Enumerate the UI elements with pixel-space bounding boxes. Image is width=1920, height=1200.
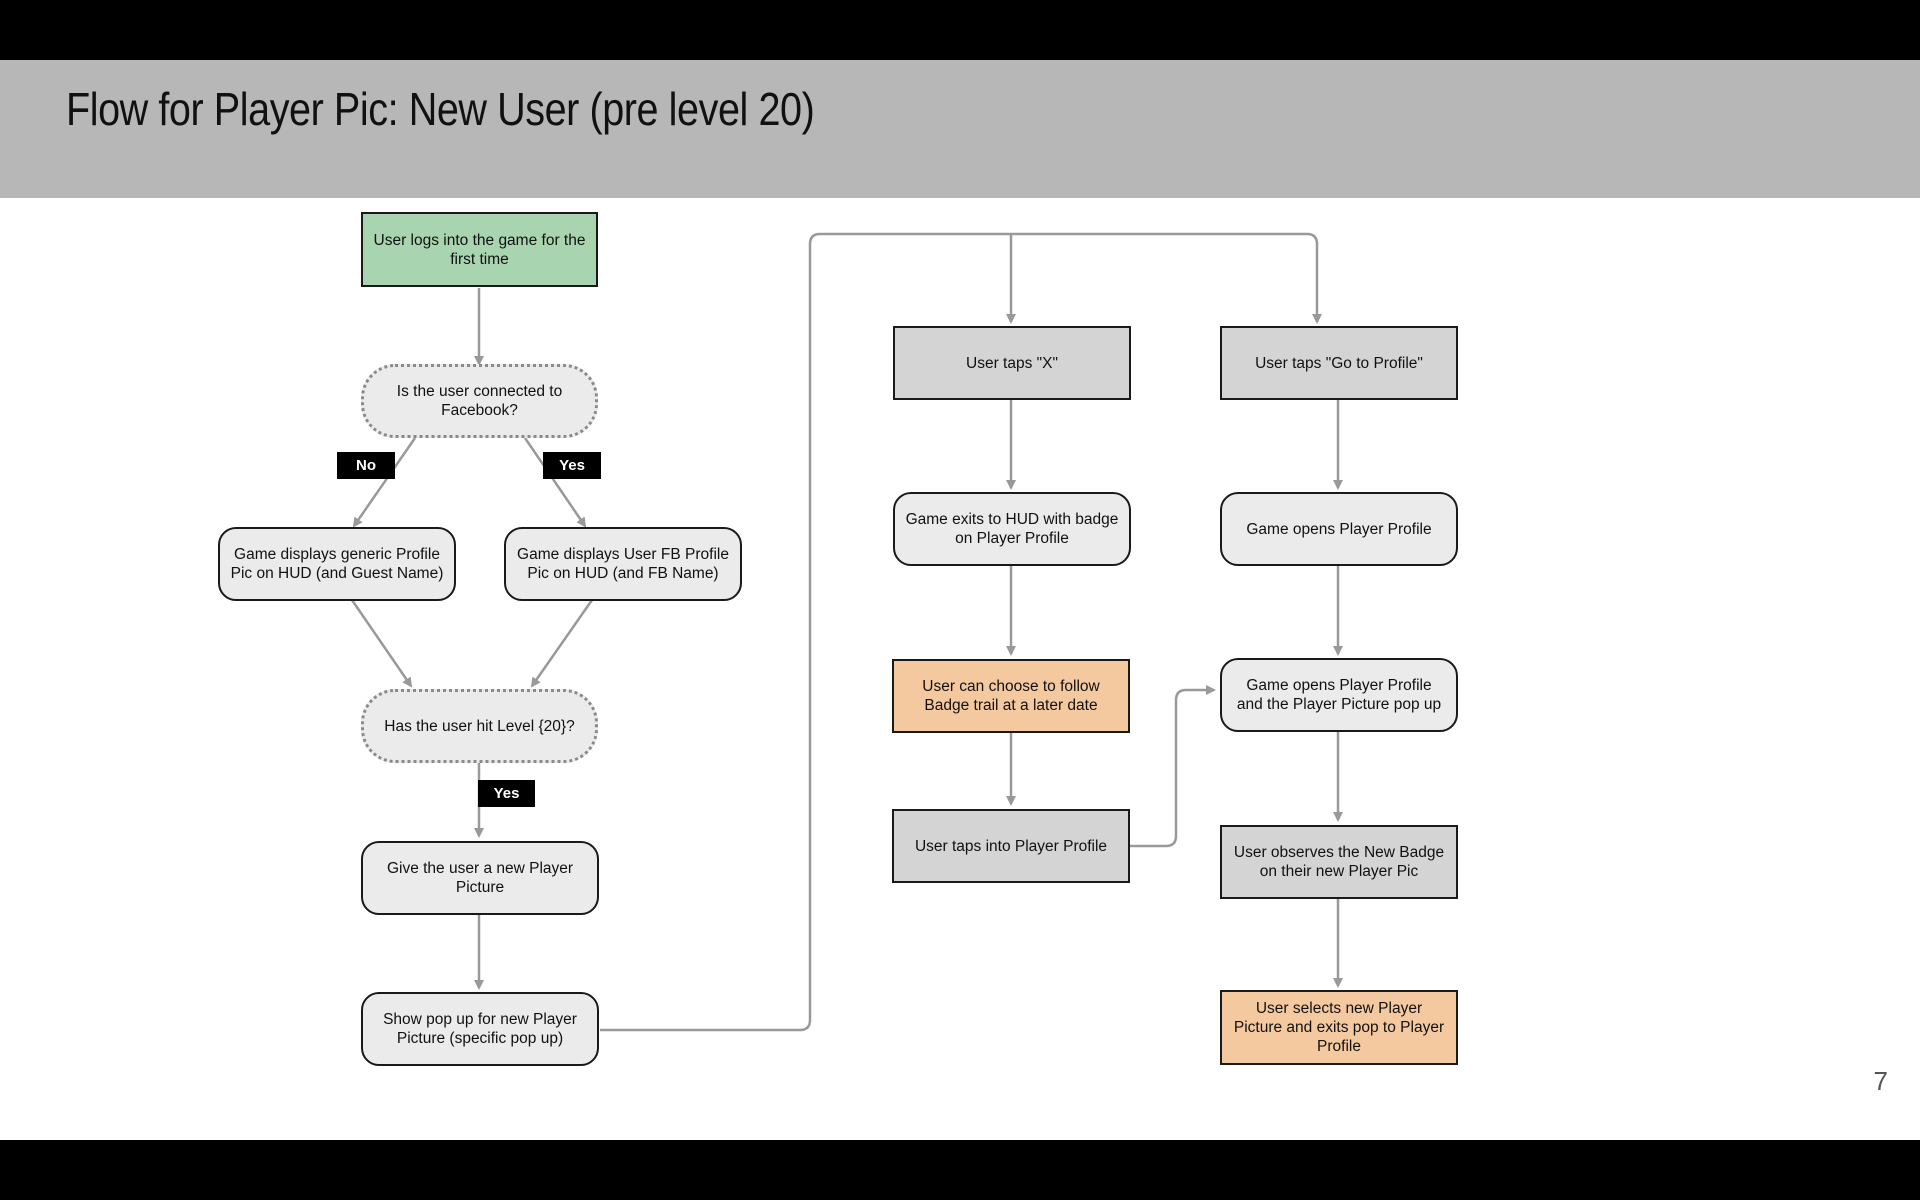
- flowchart-connectors: [350, 232, 1343, 1032]
- node-fb-pic: Game displays User FB Profile Pic on HUD…: [504, 527, 742, 601]
- node-fb-check: Is the user connected to Facebook?: [361, 364, 598, 438]
- page-number: 7: [1873, 1066, 1888, 1096]
- node-start: User logs into the game for the first ti…: [361, 212, 598, 287]
- node-taps-go-to-profile: User taps "Go to Profile": [1220, 326, 1458, 400]
- node-taps-into-profile: User taps into Player Profile: [892, 809, 1130, 883]
- node-observes-badge: User observes the New Badge on their new…: [1220, 825, 1458, 899]
- node-generic-pic: Game displays generic Profile Pic on HUD…: [218, 527, 456, 601]
- label-no: No: [337, 452, 395, 479]
- node-taps-x: User taps "X": [893, 326, 1131, 400]
- node-level-check: Has the user hit Level {20}?: [361, 689, 598, 763]
- node-new-picture: Give the user a new Player Picture: [361, 841, 599, 915]
- node-show-popup: Show pop up for new Player Picture (spec…: [361, 992, 599, 1066]
- connector-fb-check-to-generic: [352, 437, 417, 528]
- node-selects-picture: User selects new Player Picture and exit…: [1220, 990, 1458, 1065]
- title-bar: Flow for Player Pic: New User (pre level…: [0, 60, 1920, 198]
- node-opens-profile-popup: Game opens Player Profile and the Player…: [1220, 658, 1458, 732]
- label-yes-fb: Yes: [543, 452, 601, 479]
- connector-fb-pic-to-level: [530, 599, 594, 688]
- node-opens-profile: Game opens Player Profile: [1220, 492, 1458, 566]
- label-yes-level: Yes: [478, 780, 535, 807]
- node-badge-trail: User can choose to follow Badge trail at…: [892, 659, 1130, 733]
- node-exit-hud: Game exits to HUD with badge on Player P…: [893, 492, 1131, 566]
- slide: Flow for Player Pic: New User (pre level…: [0, 60, 1920, 1140]
- slide-title: Flow for Player Pic: New User (pre level…: [66, 83, 815, 135]
- connector-taps-into-to-popup-profile: [1129, 685, 1216, 848]
- connector-popup-to-branch: [600, 232, 1322, 1032]
- connector-generic-to-level: [350, 599, 413, 688]
- connector-fb-check-to-fb-pic: [523, 437, 587, 528]
